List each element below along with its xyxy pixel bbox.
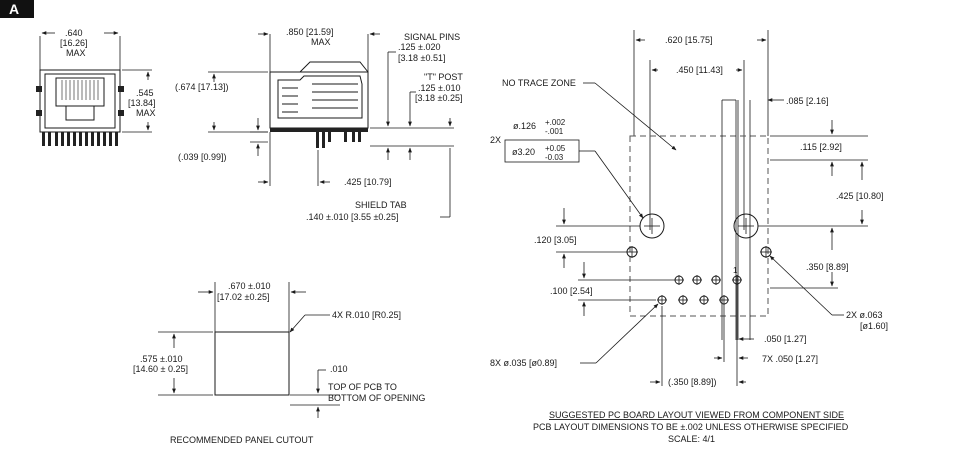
hole-126-qty: 2X bbox=[490, 135, 501, 145]
side-length-note: MAX bbox=[311, 37, 331, 47]
cutout-radius: 4X R.010 [R0.25] bbox=[332, 310, 401, 320]
dim-050: .050 [1.27] bbox=[764, 334, 807, 344]
pin-one-label: 1 bbox=[733, 266, 738, 275]
cutout-pcb-note-1: TOP OF PCB TO bbox=[328, 382, 397, 392]
front-height-note: MAX bbox=[136, 108, 156, 118]
front-width-dim: .640 bbox=[65, 28, 83, 38]
cutout-width-dim: .670 ±.010 bbox=[228, 281, 270, 291]
dim-7x050: 7X .050 [1.27] bbox=[762, 354, 818, 364]
dim-350b: (.350 [8.89]) bbox=[668, 377, 717, 387]
signal-pins-label: SIGNAL PINS bbox=[404, 32, 460, 42]
no-trace-zone: NO TRACE ZONE bbox=[502, 78, 576, 88]
side-length-dim: .850 [21.59] bbox=[286, 27, 334, 37]
badge-letter: A bbox=[9, 1, 19, 17]
pcb-layout: .620 [15.75] .450 [11.43] .085 [2.16] NO… bbox=[490, 30, 888, 444]
front-height-dim: .545 bbox=[136, 88, 154, 98]
hole-320: ø3.20 bbox=[512, 147, 535, 157]
panel-cutout-caption: RECOMMENDED PANEL CUTOUT bbox=[170, 435, 314, 445]
dim-115: .115 [2.92] bbox=[800, 142, 842, 152]
t-post-mm: [3.18 ±0.25] bbox=[415, 93, 462, 103]
side-pcb-offset: (.039 [0.99]) bbox=[178, 152, 227, 162]
cutout-height-dim: .575 ±.010 bbox=[140, 354, 182, 364]
cutout-pcb-gap: .010 bbox=[330, 364, 348, 374]
hole-126: ø.126 bbox=[513, 121, 536, 131]
hole-320-tol-plus: +0.05 bbox=[545, 144, 566, 153]
hole-035: 8X ø.035 [ø0.89] bbox=[490, 358, 557, 368]
front-view: .640 [16.26] MAX bbox=[36, 28, 156, 146]
t-post-label: "T" POST bbox=[424, 72, 463, 82]
hole-126-tol-minus: -.001 bbox=[545, 127, 564, 136]
front-width-note: MAX bbox=[66, 48, 86, 58]
dim-425: .425 [10.80] bbox=[836, 191, 884, 201]
cutout-pcb-note-2: BOTTOM OF OPENING bbox=[328, 393, 425, 403]
cutout-height-mm: [14.60 ± 0.25] bbox=[133, 364, 188, 374]
dim-085: .085 [2.16] bbox=[786, 96, 829, 106]
dim-350: .350 [8.89] bbox=[806, 262, 849, 272]
dim-620: .620 [15.75] bbox=[665, 35, 713, 45]
pcb-caption-1: SUGGESTED PC BOARD LAYOUT VIEWED FROM CO… bbox=[549, 410, 844, 420]
dim-450: .450 [11.43] bbox=[676, 65, 723, 75]
cutout-width-mm: [17.02 ±0.25] bbox=[217, 292, 269, 302]
hole-320-tol-minus: -0.03 bbox=[545, 153, 564, 162]
figure-badge: A bbox=[0, 0, 34, 18]
dim-120: .120 [3.05] bbox=[534, 235, 577, 245]
hole-063: 2X ø.063 bbox=[846, 310, 883, 320]
side-height-dim: (.674 [17.13]) bbox=[175, 82, 229, 92]
signal-pins-mm: [3.18 ±0.51] bbox=[398, 53, 445, 63]
shield-tab-label: SHIELD TAB bbox=[355, 200, 407, 210]
hole-063-mm: [ø1.60] bbox=[860, 321, 888, 331]
side-view: .850 [21.59] MAX (.674 [17.13]) (.039 [0… bbox=[175, 27, 463, 222]
panel-cutout: .670 ±.010 [17.02 ±0.25] 4X R.010 [R0.25… bbox=[133, 281, 425, 445]
pcb-caption-3: SCALE: 4/1 bbox=[668, 434, 715, 444]
signal-pins-dim: .125 ±.020 bbox=[398, 42, 440, 52]
shield-tab-dim: .140 ±.010 [3.55 ±0.25] bbox=[306, 212, 398, 222]
dim-100: .100 [2.54] bbox=[550, 286, 593, 296]
pcb-caption-2: PCB LAYOUT DIMENSIONS TO BE ±.002 UNLESS… bbox=[533, 422, 849, 432]
front-height-mm: [13.84] bbox=[128, 98, 156, 108]
side-post-offset: .425 [10.79] bbox=[344, 177, 392, 187]
t-post-dim: .125 ±.010 bbox=[418, 83, 460, 93]
hole-126-tol-plus: +.002 bbox=[545, 118, 566, 127]
front-width-mm: [16.26] bbox=[60, 38, 88, 48]
